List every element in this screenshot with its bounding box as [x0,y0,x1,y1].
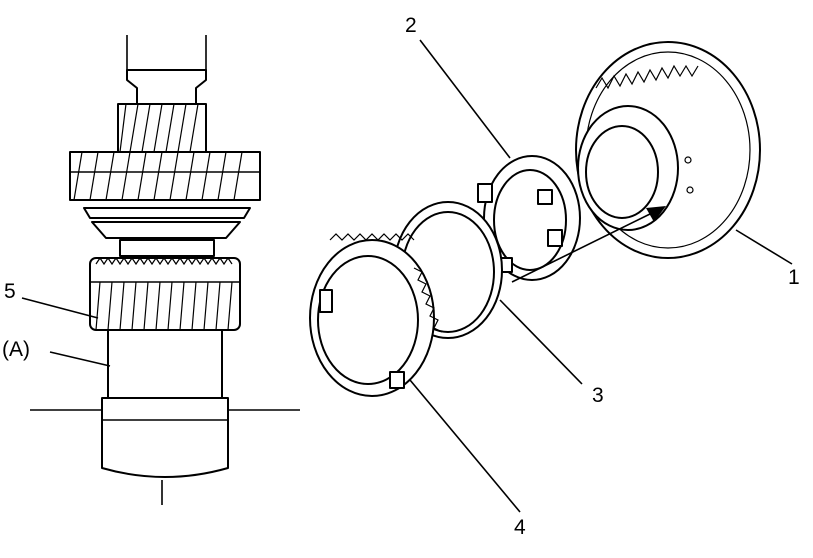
assembly-arrow [511,206,666,283]
part-4-sleeve [309,233,443,397]
label-3: 3 [592,384,604,407]
part-2-ring [477,155,581,281]
label-a: (A) [2,338,30,361]
label-2: 2 [405,14,417,37]
part-1-gear [575,41,761,259]
label-4: 4 [514,516,526,539]
leader-lines [21,39,793,513]
shaft-assembly [30,35,300,505]
label-5: 5 [4,280,16,303]
label-1: 1 [788,266,800,289]
